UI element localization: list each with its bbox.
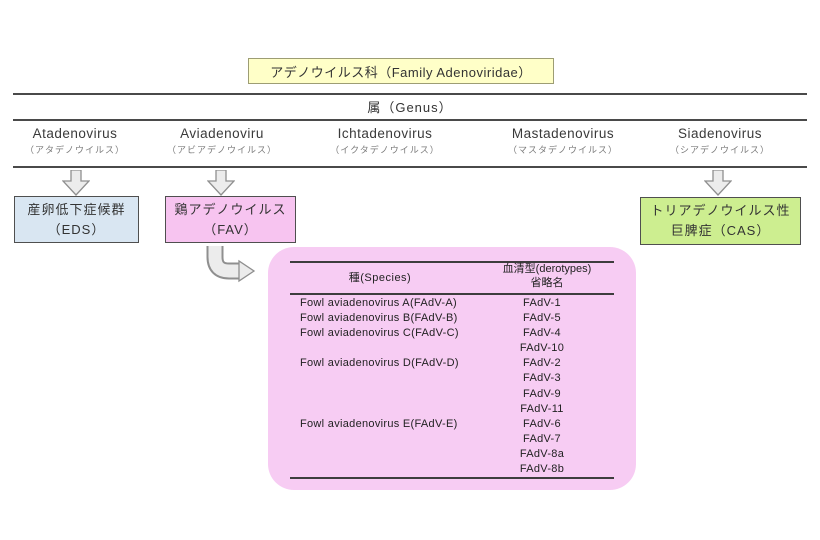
- serotype-cell: FAdV-6: [523, 417, 561, 430]
- genus-name: Mastadenovirus: [511, 126, 615, 141]
- serotype-cell: FAdV-9: [523, 387, 561, 400]
- genus-name: Ichtadenovirus: [337, 126, 433, 141]
- table-row: FAdV-9: [290, 386, 614, 401]
- cas-label-line2: 巨脾症（CAS）: [670, 223, 771, 238]
- genus-column-mastadenovirus: Mastadenovirus （マスタデノウイルス）: [473, 126, 653, 156]
- table-row: FAdV-8b: [290, 462, 614, 477]
- species-table: Fowl aviadenovirus A(FAdV-A) FAdV-1 Fowl…: [290, 295, 614, 477]
- genus-column-siadenovirus: Siadenovirus （シアデノウイルス）: [630, 126, 810, 156]
- serotype-cell: FAdV-1: [523, 296, 561, 309]
- family-title-box: アデノウイルス科（Family Adenoviridae）: [248, 58, 554, 84]
- genus-kana: （マスタデノウイルス）: [507, 145, 618, 155]
- species-cell: Fowl aviadenovirus A(FAdV-A): [300, 296, 457, 309]
- band-line-bottom: [13, 166, 807, 168]
- table-row: Fowl aviadenovirus A(FAdV-A) FAdV-1: [290, 295, 614, 310]
- table-line-header: [290, 293, 614, 295]
- serotype-cell: FAdV-8b: [519, 463, 565, 476]
- species-cell: Fowl aviadenovirus E(FAdV-E): [300, 417, 458, 430]
- serotype-cell: FAdV-7: [523, 433, 561, 446]
- species-cell: Fowl aviadenovirus C(FAdV-C): [300, 326, 459, 339]
- eds-box: 産卵低下症候群 （EDS）: [14, 196, 139, 243]
- genus-name: Siadenovirus: [677, 126, 763, 141]
- table-header-serotype: 血清型(derotypes) 省略名: [480, 262, 614, 290]
- genus-column-aviadenovirus: Aviadenoviru （アビアデノウイルス）: [132, 126, 312, 156]
- genus-kana: （イクタデノウイルス）: [330, 145, 440, 155]
- serotype-cell: FAdV-11: [520, 402, 564, 415]
- fav-label-line2: （FAV）: [203, 221, 258, 237]
- family-title-label: アデノウイルス科（Family Adenoviridae）: [270, 64, 532, 80]
- eds-label-line1: 産卵低下症候群: [27, 201, 126, 217]
- down-arrow-icon: [207, 170, 235, 196]
- table-header-serotype-line2: 省略名: [530, 277, 564, 289]
- eds-label-line2: （EDS）: [47, 221, 106, 237]
- serotype-cell: FAdV-8a: [519, 448, 565, 461]
- species-cell: Fowl aviadenovirus D(FAdV-D): [300, 357, 459, 370]
- table-row: Fowl aviadenovirus C(FAdV-C) FAdV-4: [290, 325, 614, 340]
- table-row: FAdV-10: [290, 341, 614, 356]
- genus-name: Atadenovirus: [32, 126, 118, 141]
- genus-kana: （シアデノウイルス）: [669, 145, 770, 155]
- fav-label-line1: 鶏アデノウイルス: [174, 201, 287, 217]
- serotype-cell: FAdV-3: [523, 372, 561, 385]
- species-cell: Fowl aviadenovirus B(FAdV-B): [300, 311, 458, 324]
- fav-box: 鶏アデノウイルス （FAV）: [165, 196, 296, 243]
- table-line-top: [290, 261, 614, 263]
- band-line-middle: [13, 119, 807, 121]
- table-row: Fowl aviadenovirus B(FAdV-B) FAdV-5: [290, 310, 614, 325]
- table-row: FAdV-8a: [290, 447, 614, 462]
- table-row: FAdV-7: [290, 432, 614, 447]
- serotype-cell: FAdV-4: [523, 326, 561, 339]
- band-line-top: [13, 93, 807, 95]
- table-row: FAdV-11: [290, 401, 614, 416]
- genus-kana: （アタデノウイルス）: [24, 145, 125, 155]
- down-arrow-icon: [62, 170, 90, 196]
- serotype-cell: FAdV-2: [523, 357, 561, 370]
- genus-column-ichtadenovirus: Ichtadenovirus （イクタデノウイルス）: [295, 126, 475, 156]
- down-arrow-icon: [704, 170, 732, 196]
- elbow-arrow-icon: [206, 246, 256, 283]
- table-line-bottom: [290, 477, 614, 479]
- table-row: FAdV-3: [290, 371, 614, 386]
- serotype-cell: FAdV-5: [523, 311, 561, 324]
- table-header-species: 種(Species): [348, 272, 412, 284]
- table-header-serotype-line1: 血清型(derotypes): [502, 263, 592, 275]
- genus-name: Aviadenoviru: [180, 126, 264, 141]
- genus-kana: （アビアデノウイルス）: [166, 145, 277, 155]
- serotype-cell: FAdV-10: [519, 342, 565, 355]
- table-row: Fowl aviadenovirus D(FAdV-D) FAdV-2: [290, 356, 614, 371]
- genus-band-label: 属（Genus）: [367, 100, 453, 115]
- table-row: Fowl aviadenovirus E(FAdV-E) FAdV-6: [290, 416, 614, 431]
- serotype-panel: 種(Species) 血清型(derotypes) 省略名 Fowl aviad…: [268, 247, 636, 490]
- genus-column-atadenovirus: Atadenovirus （アタデノウイルス）: [0, 126, 165, 156]
- cas-label-line1: トリアデノウイルス性: [650, 203, 791, 218]
- cas-box: トリアデノウイルス性 巨脾症（CAS）: [640, 197, 801, 245]
